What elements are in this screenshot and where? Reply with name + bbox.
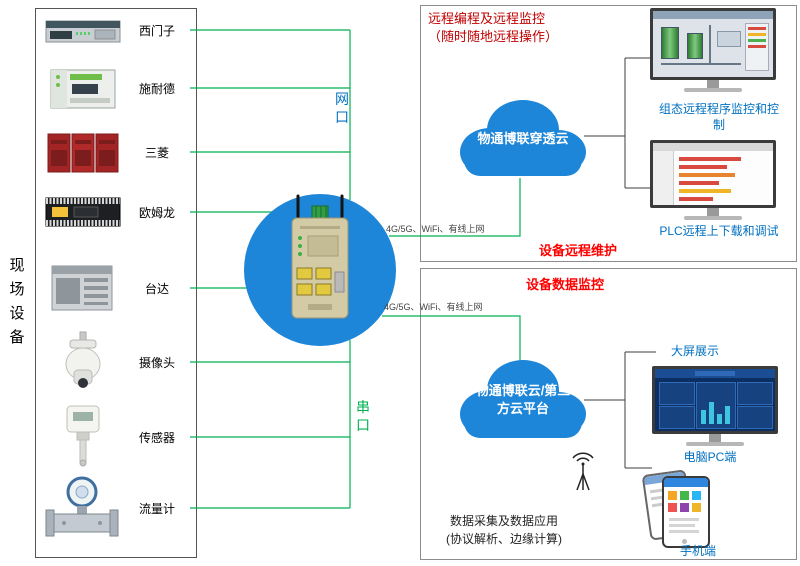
schneider-plc-image	[50, 69, 116, 109]
big-screen-label: 大屏展示	[670, 344, 719, 358]
data-panel-title: 设备数据监控	[525, 277, 604, 292]
monitor-base	[686, 442, 744, 446]
camera-image	[65, 331, 101, 388]
antenna-icon	[572, 452, 594, 491]
gateway-router-image	[291, 194, 349, 319]
remote-panel-subtitle: （随时随地远程操作）	[428, 29, 559, 44]
remote-maintain-badge: 设备远程维护	[538, 243, 617, 258]
uplink-bottom-label: 4G/5G、WiFi、有线上网	[384, 302, 483, 312]
iot-cloud	[448, 342, 598, 462]
phone-front	[662, 476, 710, 548]
device-label-sensor: 传感器	[138, 431, 175, 445]
sensor-image	[66, 405, 100, 467]
monitor-stand	[709, 434, 721, 442]
device-label-delta: 台达	[144, 282, 169, 296]
network-port-label: 网口	[335, 91, 349, 125]
omron-plc-image	[45, 197, 121, 227]
data-panel-box	[420, 268, 797, 560]
monitor-base	[684, 216, 742, 220]
monitor-stand	[707, 208, 719, 216]
penetrate-cloud	[448, 82, 598, 199]
device-label-siemens: 西门子	[138, 24, 175, 38]
device-label-omron: 欧姆龙	[138, 206, 175, 220]
scada-monitor-caption: 组态远程程序监控和控制	[658, 102, 779, 132]
plc-monitor	[650, 140, 776, 220]
mitsubishi-plc-image	[47, 133, 119, 173]
monitor-stand	[707, 80, 719, 88]
data-footer: 数据采集及数据应用 (协议解析、边缘计算)	[424, 512, 584, 548]
serial-port-label: 串口	[356, 399, 370, 433]
delta-plc-image	[51, 265, 113, 311]
remote-panel-title: 远程编程及远程监控	[428, 11, 546, 26]
flow-meter-image	[45, 476, 119, 537]
monitor-base	[684, 88, 742, 92]
data-footer-line1: 数据采集及数据应用	[449, 514, 558, 528]
remote-panel-box	[420, 5, 797, 262]
field-devices-label: 现场设备	[9, 257, 25, 346]
scada-monitor	[650, 8, 776, 92]
uplink-top-label: 4G/5G、WiFi、有线上网	[386, 224, 485, 234]
device-label-camera: 摄像头	[138, 356, 175, 370]
device-label-schneider: 施耐德	[138, 82, 175, 96]
data-footer-line2: (协议解析、边缘计算)	[446, 532, 562, 546]
penetrate-cloud-label: 物通博联穿透云	[477, 131, 569, 146]
device-label-mitsubishi: 三菱	[144, 146, 169, 160]
dashboard-monitor	[652, 366, 778, 446]
phone-label: 手机端	[679, 544, 716, 558]
pc-label: 电脑PC端	[683, 450, 737, 464]
plc-monitor-caption: PLC远程上下载和调试	[659, 224, 779, 238]
iot-cloud-label: 物通博联云/第三方云平台	[475, 383, 571, 417]
device-label-flowmeter: 流量计	[138, 502, 175, 516]
siemens-plc-image	[45, 20, 121, 43]
